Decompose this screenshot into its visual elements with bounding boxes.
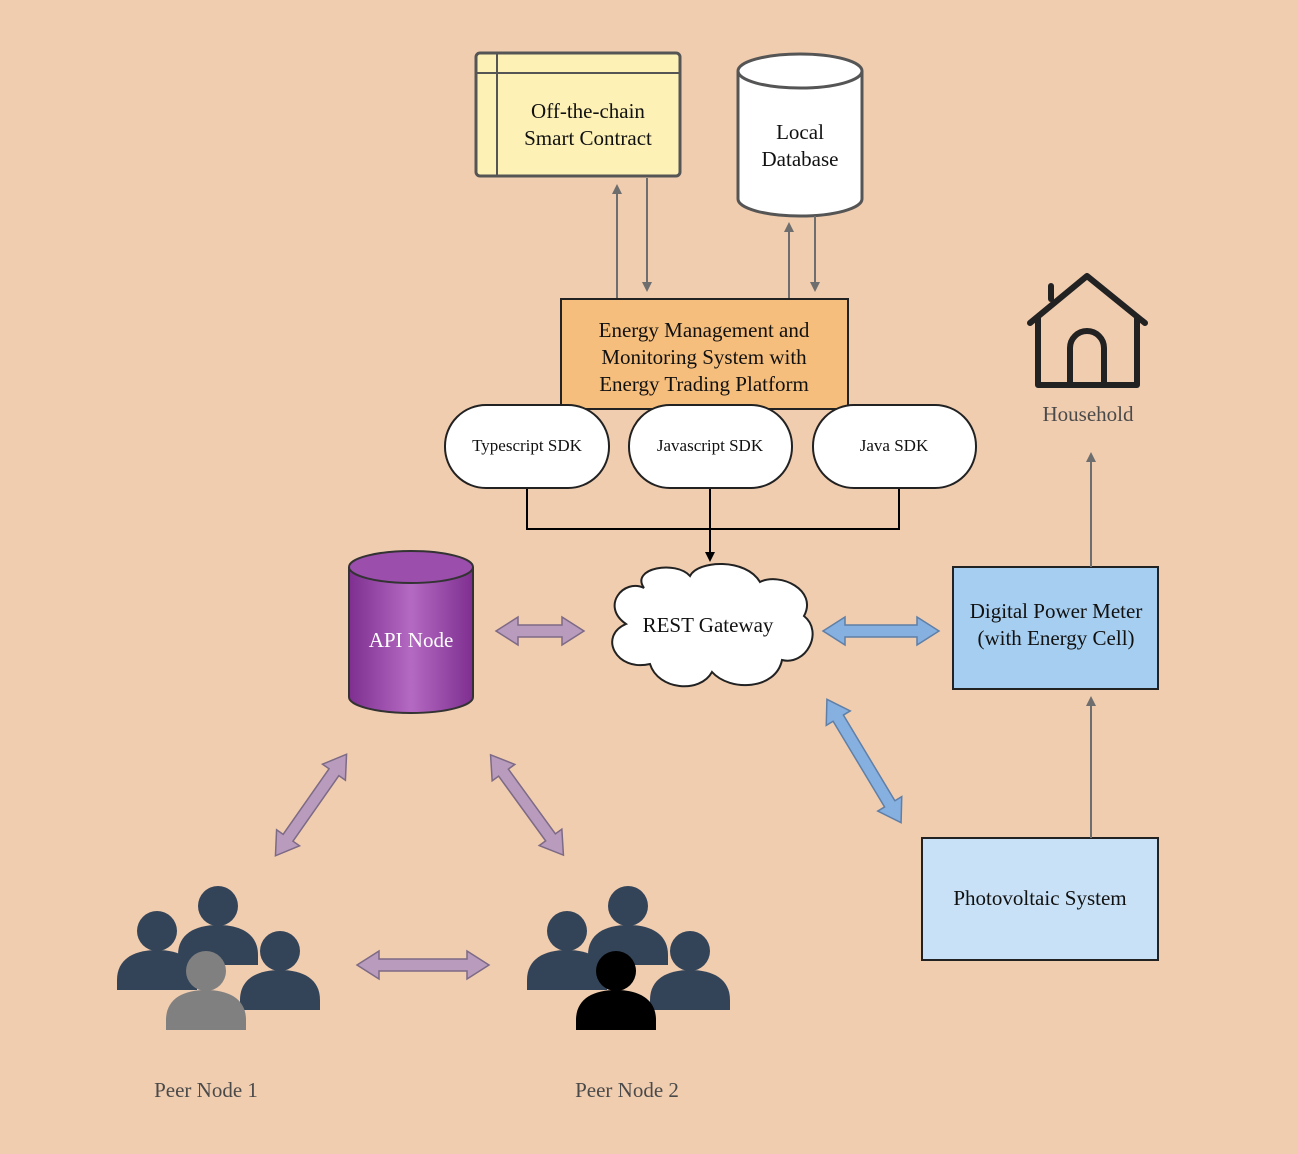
sdk-java-label: Java SDK xyxy=(860,436,929,455)
double-arrow-gateway-pv xyxy=(825,698,903,824)
power-meter-label-line2: (with Energy Cell) xyxy=(977,626,1134,650)
household-label: Household xyxy=(1043,402,1134,426)
energy-platform-box: Energy Management and Monitoring System … xyxy=(560,298,849,410)
api-node-label: API Node xyxy=(369,628,454,652)
api-node-cylinder: API Node xyxy=(348,550,474,714)
sdk-typescript: Typescript SDK xyxy=(444,404,610,489)
platform-label-line2: Monitoring System with xyxy=(601,345,807,369)
double-arrow-api-peer1 xyxy=(274,753,348,857)
database-label-line1: Local xyxy=(776,120,824,144)
double-arrow-peer1-peer2 xyxy=(355,949,491,981)
sdk-javascript: Javascript SDK xyxy=(628,404,793,489)
sdk-connectors xyxy=(526,486,900,562)
platform-label-line3: Energy Trading Platform xyxy=(599,372,809,396)
peer-node-1-label: Peer Node 1 xyxy=(154,1078,258,1102)
smart-contract-label-line1: Off-the-chain xyxy=(531,99,645,123)
sdk-java: Java SDK xyxy=(812,404,977,489)
peer-node-1-group-icon xyxy=(117,886,320,1030)
photovoltaic-label: Photovoltaic System xyxy=(953,886,1126,910)
photovoltaic-box: Photovoltaic System xyxy=(921,837,1159,961)
platform-label-line1: Energy Management and xyxy=(599,318,810,342)
rest-gateway-label: REST Gateway xyxy=(643,613,774,637)
power-meter-label-line1: Digital Power Meter xyxy=(970,599,1143,623)
double-arrows xyxy=(274,615,941,981)
double-arrow-api-gateway xyxy=(494,615,586,647)
double-arrow-api-peer2 xyxy=(489,753,565,857)
rest-gateway-cloud: REST Gateway xyxy=(611,563,814,688)
sdk-typescript-label: Typescript SDK xyxy=(472,436,582,455)
double-arrow-gateway-meter xyxy=(821,615,941,647)
smart-contract-box: Off-the-chain Smart Contract xyxy=(474,51,682,178)
household-icon xyxy=(1027,273,1148,388)
platform-storage-connectors xyxy=(612,178,820,298)
peer-node-2-label: Peer Node 2 xyxy=(575,1078,679,1102)
database-label-line2: Database xyxy=(762,147,839,171)
smart-contract-label-line2: Smart Contract xyxy=(524,126,652,150)
sdk-javascript-label: Javascript SDK xyxy=(657,436,764,455)
local-database-cylinder: Local Database xyxy=(736,52,864,218)
power-meter-box: Digital Power Meter (with Energy Cell) xyxy=(952,566,1159,690)
peer-node-2-group-icon xyxy=(527,886,730,1030)
